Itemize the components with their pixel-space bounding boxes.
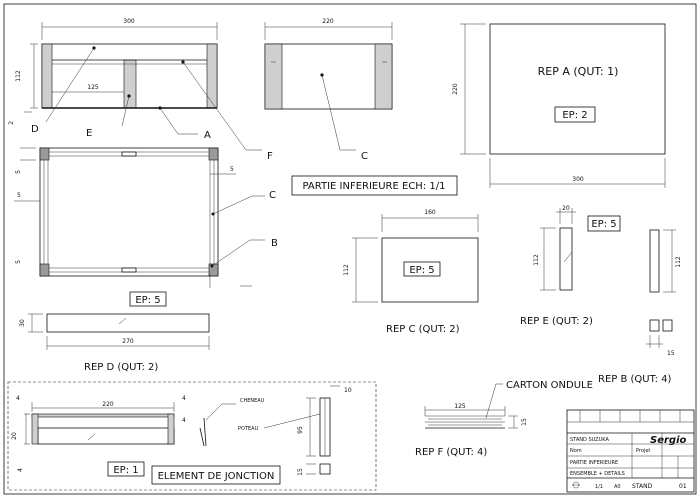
dim-frame-5c: 5: [15, 260, 22, 264]
callout-b: B: [271, 238, 278, 249]
rep-c-label: REP C (QUT: 2): [386, 324, 460, 335]
dim-frame-5a: 5: [15, 170, 22, 174]
main-title: PARTIE INFERIEURE ECH: 1/1: [303, 181, 446, 192]
tb-row2: Projet: [636, 448, 650, 454]
tb-project: STAND SUZUKA: [570, 437, 609, 443]
rep-a-ep: EP: 2: [562, 110, 587, 121]
rep-b-view: 112 15 REP B (QUT: 4): [598, 229, 682, 385]
callout-c-top: C: [361, 151, 368, 162]
dim-join-4c: 4: [17, 468, 24, 472]
main-title-box: PARTIE INFERIEURE ECH: 1/1: [291, 175, 458, 196]
join-title: ELEMENT DE JONCTION: [158, 471, 275, 482]
callout-a: A: [204, 130, 211, 141]
dim-rep-e-width: 20: [562, 205, 570, 212]
top-view-assembly: 300 112 125 2 D E A F: [8, 18, 273, 162]
rep-e-view: 20 EP: 5 112 REP E (QUT: 2): [520, 205, 621, 327]
dim-join-95: 95: [297, 426, 304, 434]
sheet-border: [3, 3, 697, 495]
dim-rep-a-height: 220: [452, 83, 459, 95]
dim-join-4a: 4: [16, 395, 20, 402]
title-block: STAND SUZUKA Sergio Nom PARTIE INFERIEUR…: [566, 409, 695, 493]
tb-company: Sergio: [650, 435, 687, 446]
panel-c-view: 220 C: [264, 18, 393, 162]
tb-format: A0: [614, 484, 621, 490]
carton-label: CARTON ONDULE: [506, 380, 593, 391]
rep-a-view: REP A (QUT: 1) EP: 2 300 220: [452, 23, 666, 188]
rep-e-label: REP E (QUT: 2): [520, 316, 593, 327]
dim-rep-f-width: 125: [454, 403, 466, 410]
dim-rep-a-width: 300: [572, 176, 584, 183]
dim-rep-b-height: 112: [675, 256, 682, 268]
join-ep: EP: 1: [113, 465, 138, 476]
dim-frame-5b: 5: [17, 192, 21, 199]
rep-f-label: REP F (QUT: 4): [415, 447, 487, 458]
poteau-label: POTEAU: [238, 426, 259, 432]
dim-join-10: 10: [344, 387, 352, 394]
dim-top-gap: 2: [8, 121, 15, 125]
rep-d-ep: EP: 5: [135, 295, 160, 306]
rep-a-label: REP A (QUT: 1): [538, 65, 619, 78]
tb-code: STAND: [632, 483, 653, 490]
rep-d-view: EP: 5 30 270 REP D (QUT: 2): [19, 291, 210, 373]
cheneau-label: CHENEAU: [240, 398, 265, 404]
rep-f-view: CARTON ONDULE 125 15 REP F (QUT: 4): [415, 380, 593, 458]
dim-top-width: 300: [123, 18, 135, 25]
dim-join-20: 20: [11, 432, 18, 440]
dim-join-15: 15: [297, 468, 304, 476]
dim-join-width: 220: [102, 401, 114, 408]
rep-d-label: REP D (QUT: 2): [84, 362, 158, 373]
dim-join-4b: 4: [182, 395, 186, 402]
rep-c-view: 160 EP: 5 112 REP C (QUT: 2): [343, 209, 479, 335]
callout-f: F: [267, 151, 273, 162]
dim-rep-e-height: 112: [533, 254, 540, 266]
dim-rep-d-height: 30: [19, 319, 26, 327]
dim-rep-b-small: 15: [667, 350, 675, 357]
rep-b-label: REP B (QUT: 4): [598, 374, 672, 385]
tb-part: PARTIE INFERIEURE: [570, 460, 618, 466]
frame-section-view: C B 5 5 5 5: [14, 147, 278, 288]
dim-rep-d-width: 270: [122, 338, 134, 345]
tb-scale: 1/1: [595, 484, 603, 490]
dim-join-4d: 4: [182, 417, 186, 424]
dim-rep-c-width: 160: [424, 209, 436, 216]
tb-sheet: 01: [679, 483, 687, 490]
tb-subtitle: ENSEMBLE + DETAILS: [570, 471, 625, 477]
junction-element-view: 220 4 4 20 4 4 EP: 1 ELEMENT DE JONCTION…: [7, 381, 377, 491]
callout-d: D: [31, 124, 39, 135]
tb-row1: Nom: [570, 448, 582, 454]
dim-rep-c-height: 112: [343, 264, 350, 276]
rep-c-ep: EP: 5: [409, 265, 434, 276]
dim-rep-f-height: 15: [521, 418, 528, 426]
dim-top-height: 112: [15, 70, 22, 82]
callout-c-side: C: [269, 190, 276, 201]
callout-e: E: [86, 128, 92, 139]
dim-frame-5d: 5: [230, 166, 234, 173]
rep-e-ep: EP: 5: [591, 219, 616, 230]
dim-top-inner: 125: [87, 84, 99, 91]
dim-c-width: 220: [322, 18, 334, 25]
